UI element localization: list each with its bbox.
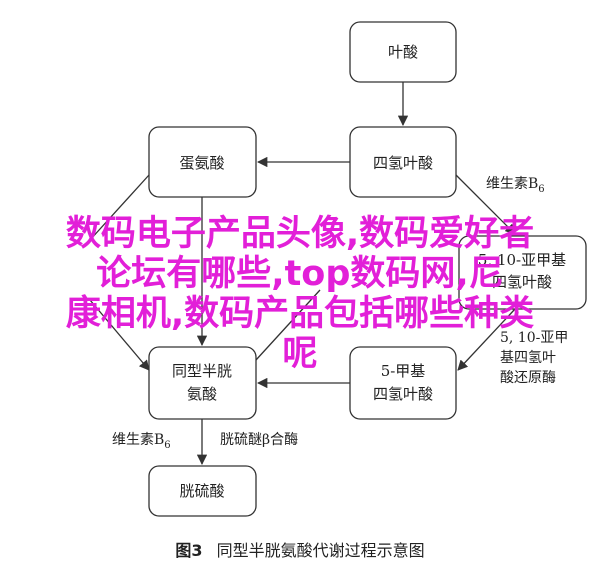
- homocysteine-label-1: 同型半胱: [172, 362, 232, 380]
- methionine-label: 蛋氨酸: [179, 154, 224, 172]
- methylene-thf-label-2: 四氢叶酸: [492, 273, 552, 291]
- enzyme-bottom-label: 胱硫醚β合酶: [220, 432, 298, 448]
- folate-label: 叶酸: [388, 43, 418, 61]
- methyl-thf-label-1: 5-甲基: [381, 362, 426, 380]
- arrow-methylene-to-methyl: [457, 308, 516, 371]
- overlay-line-1: 数码电子产品头像,数码爱好者: [65, 214, 535, 254]
- methylene-thf-box: [458, 235, 587, 310]
- cystathionine-label: 胱硫酸: [179, 482, 224, 500]
- methylene-thf-label-1: 5, 10-亚甲基: [478, 251, 566, 269]
- figure-title: 同型半胱氨酸代谢过程示意图: [216, 541, 425, 560]
- reductase-label-3: 酸还原酶: [500, 370, 556, 386]
- reductase-label-2: 基四氢叶: [500, 349, 556, 366]
- line-methionine-left-diagonal: [89, 174, 150, 241]
- overlay-line-2: 论坛有哪些,top数码网,尼: [96, 254, 504, 294]
- line-homocysteine-left-diagonal: [89, 299, 150, 371]
- line-homocysteine-to-methyl-diag: [255, 289, 321, 361]
- arrow-thf-to-methylene: [455, 174, 516, 235]
- vitb6-bottom-label: 维生素B6: [112, 432, 171, 451]
- homocysteine-label-2: 氨酸: [187, 385, 217, 403]
- overlay-line-3: 康相机,数码产品包括哪些种类: [65, 294, 535, 334]
- thf-label: 四氢叶酸: [373, 154, 433, 172]
- figure-number: 图3: [175, 541, 203, 560]
- methyl-thf-label-2: 四氢叶酸: [373, 385, 433, 403]
- vitb6-top-label: 维生素B6: [486, 176, 545, 195]
- figure-caption: 图3 同型半胱氨酸代谢过程示意图: [0, 537, 600, 561]
- reductase-label-1: 5, 10-亚甲: [500, 330, 568, 346]
- overlay-line-4: 呢: [282, 334, 318, 374]
- cystathionine-box: [148, 465, 257, 517]
